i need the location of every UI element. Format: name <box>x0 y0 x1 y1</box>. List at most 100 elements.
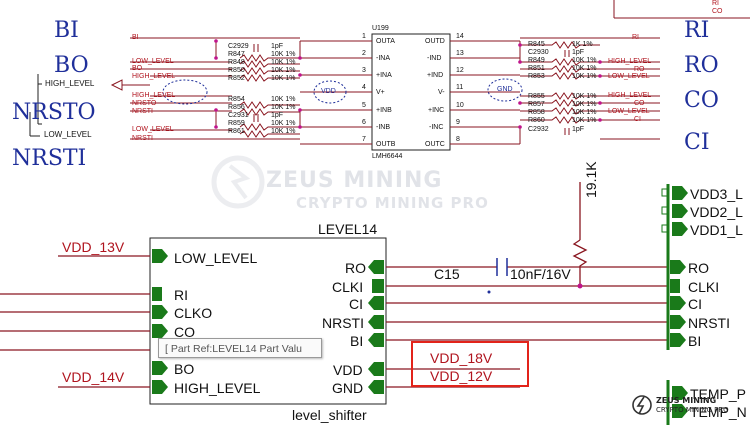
level-selector-lines <box>29 74 42 137</box>
level-shifter-block[interactable] <box>149 237 387 405</box>
right-net-high-level-1: HIGH_LEVEL <box>608 58 652 65</box>
block-right-port-arrows <box>368 260 384 394</box>
connector-port-temp-p[interactable]: TEMP_P <box>690 386 747 402</box>
ic-pinnum-8: 8 <box>456 136 460 143</box>
right-resistor-network <box>519 0 750 144</box>
ic-pinnum-13: 13 <box>456 50 464 57</box>
port-ri[interactable]: RI <box>174 287 188 303</box>
part-r847-val: 10K 1% <box>271 51 296 58</box>
port-ci[interactable]: CI <box>349 296 363 312</box>
part-r855-ref: R855 <box>528 93 545 100</box>
port-co[interactable]: CO <box>174 324 195 340</box>
ic-pinnum-12: 12 <box>456 67 464 74</box>
port-bi[interactable]: BI <box>350 333 364 349</box>
part-r859-ref: R859 <box>228 120 245 127</box>
part-r861-val: 10K 1% <box>271 128 296 135</box>
port-clko[interactable]: CLKO <box>174 305 213 321</box>
ic-pinnum-3: 3 <box>362 67 366 74</box>
left-net-bi: BI <box>132 34 139 41</box>
part-r858-val: 10K 1% <box>572 109 597 116</box>
part-r855-val: 10K 1% <box>572 93 597 100</box>
connector-port-vdd3-l[interactable]: VDD3_L <box>690 186 743 202</box>
port-clki[interactable]: CLKI <box>332 279 364 295</box>
ic-pin-ina-neg: -INA <box>376 55 390 62</box>
left-net-nrsto: NRSTO <box>132 100 157 107</box>
resistor-19k1-value: 19.1K <box>583 161 599 198</box>
left-net-high-level-2: HIGH_LEVEL <box>132 92 176 99</box>
top-right-net-ri: RI <box>712 0 719 7</box>
ic-pinnum-5: 5 <box>362 102 366 109</box>
part-r853-ref: R853 <box>528 73 545 80</box>
ic-pinnum-9: 9 <box>456 119 460 126</box>
part-r845-ref: R845 <box>528 41 545 48</box>
part-r857-val: 10K 1% <box>572 101 597 108</box>
switch-label-high: HIGH_LEVEL <box>45 79 95 88</box>
ic-pin-inc-neg: -INC <box>429 124 444 131</box>
connector-port-temp-n[interactable]: TEMP_N <box>690 404 747 420</box>
part-c2931-ref: C2931 <box>228 112 249 119</box>
c15-value: 10nF/16V <box>510 266 571 282</box>
ic-left-pin-stubs <box>300 40 372 145</box>
right-net-low-level-1: LOW_LEVEL <box>608 73 650 80</box>
ic-pin-outd: OUTD <box>425 38 445 45</box>
ic-part: LMH6644 <box>372 153 403 160</box>
vdd-callout-label: VDD <box>321 88 336 95</box>
net-label-ro: RO <box>684 53 719 78</box>
port-gnd[interactable]: GND <box>332 380 364 396</box>
ic-pinnum-6: 6 <box>362 119 366 126</box>
net-label-ci: CI <box>684 130 710 155</box>
watermark-line2: CRYPTO MINING PRO <box>296 194 489 212</box>
right-net-ro: RO <box>634 66 645 73</box>
c15-capacitor[interactable] <box>496 258 508 276</box>
supply-vdd-18v: VDD_18V <box>430 350 493 366</box>
part-r847-ref: R847 <box>228 51 245 58</box>
block-title: LEVEL14 <box>318 221 378 237</box>
left-net-low-level-2: LOW_LEVEL <box>132 126 174 133</box>
port-low-level[interactable]: LOW_LEVEL <box>174 250 258 266</box>
connector-port-vdd1-l[interactable]: VDD1_L <box>690 222 743 238</box>
left-net-high-level-1: HIGH_LEVEL <box>132 73 176 80</box>
part-c2929-val: 1pF <box>271 43 284 50</box>
connector-port-ro[interactable]: RO <box>688 260 709 276</box>
part-r857-ref: R857 <box>528 101 545 108</box>
right-net-co: CO <box>634 100 645 107</box>
connector-port-vdd2-l[interactable]: VDD2_L <box>690 204 743 220</box>
gnd-callout-label: GND <box>497 86 513 93</box>
ic-pin-outa: OUTA <box>376 38 395 45</box>
connector-port-clki[interactable]: CLKI <box>688 279 720 295</box>
right-net-ci: CI <box>634 116 641 123</box>
port-vdd[interactable]: VDD <box>333 362 363 378</box>
ic-pinnum-4: 4 <box>362 84 366 91</box>
block-subtitle: level_shifter <box>292 407 367 423</box>
net-label-ri: RI <box>684 18 710 43</box>
port-high-level[interactable]: HIGH_LEVEL <box>174 380 261 396</box>
port-bo[interactable]: BO <box>174 361 195 377</box>
part-r848-val: 10K 1% <box>271 59 296 66</box>
ic-pin-outb: OUTB <box>376 141 396 148</box>
port-nrsti[interactable]: NRSTI <box>322 315 364 331</box>
part-r859-val: 10K 1% <box>271 120 296 127</box>
ic-pin-inc-pos: +INC <box>428 107 445 114</box>
ic-refdes: U199 <box>372 25 389 32</box>
part-r861-ref: R861 <box>228 128 245 135</box>
port-ro[interactable]: RO <box>345 260 366 276</box>
gnd-dashed-callout <box>487 78 523 102</box>
part-c2929-ref: C2929 <box>228 43 249 50</box>
part-r854-val: 10K 1% <box>271 96 296 103</box>
left-network-junctions <box>214 39 302 129</box>
part-r849-ref: R849 <box>528 57 545 64</box>
watermark-line1: ZEUS MINING <box>266 168 443 193</box>
ic-pin-vminus: V- <box>438 89 445 96</box>
part-c2932-ref: C2932 <box>528 126 549 133</box>
connector-port-ci[interactable]: CI <box>688 296 702 312</box>
ic-pin-outc: OUTC <box>425 141 445 148</box>
supply-vdd-12v: VDD_12V <box>430 368 493 384</box>
top-right-net-co: CO <box>712 8 723 15</box>
ic-right-pin-stubs <box>450 40 520 145</box>
part-r860-ref: R860 <box>528 117 545 124</box>
c15-ref: C15 <box>434 266 460 282</box>
connector-port-bi[interactable]: BI <box>688 333 702 349</box>
connector-port-nrsti[interactable]: NRSTI <box>688 315 730 331</box>
supply-vdd-13v: VDD_13V <box>62 239 125 255</box>
left-net-nrsti-1: NRSTI <box>132 108 153 115</box>
